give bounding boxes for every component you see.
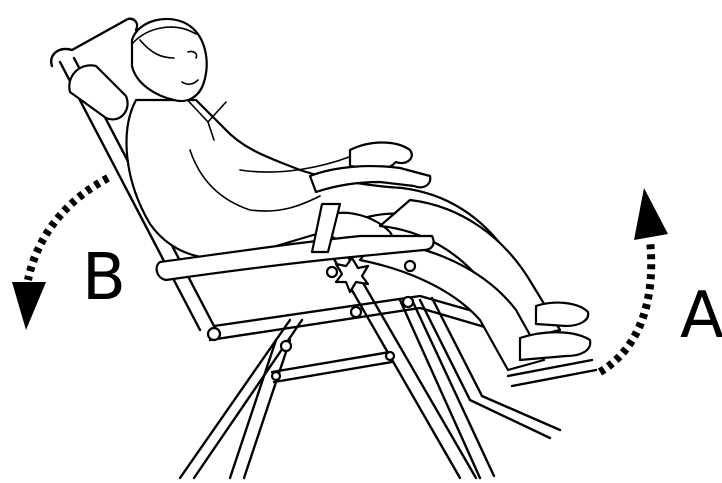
rotation-label-a: A	[680, 284, 722, 348]
rotation-label-b: B	[82, 246, 126, 310]
head-pillow	[69, 65, 127, 119]
rotation-arrow-a	[600, 188, 668, 372]
